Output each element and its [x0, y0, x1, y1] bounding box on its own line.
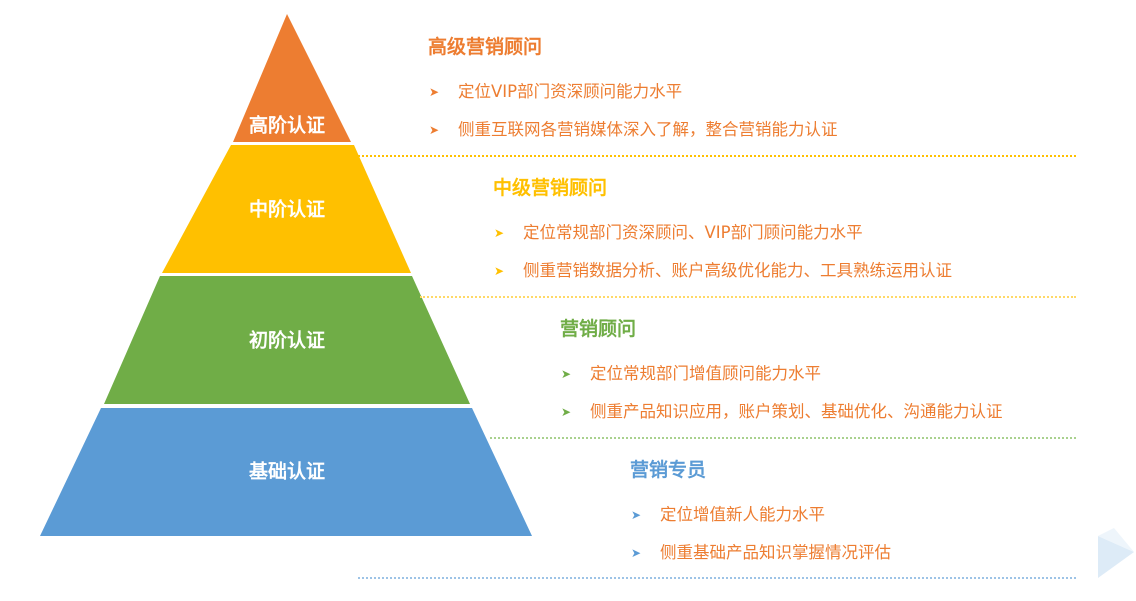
tier-block-base: 营销专员 ➤ 定位增值新人能力水平 ➤ 侧重基础产品知识掌握情况评估	[630, 458, 891, 572]
list-item-text: 侧重基础产品知识掌握情况评估	[660, 543, 891, 562]
list-item: ➤ 侧重基础产品知识掌握情况评估	[630, 534, 891, 572]
next-slide-arrow-icon[interactable]	[1096, 522, 1136, 582]
list-item: ➤ 定位增值新人能力水平	[630, 496, 891, 534]
tier-title-base: 营销专员	[630, 459, 707, 481]
separator-line-2	[420, 296, 1076, 298]
list-item: ➤ 定位VIP部门资深顾问能力水平	[428, 73, 838, 111]
separator-line-1	[358, 155, 1076, 157]
separator-line-3	[490, 437, 1076, 439]
list-item-text: 定位常规部门资深顾问、VIP部门顾问能力水平	[523, 223, 863, 242]
tier-block-top: 高级营销顾问 ➤ 定位VIP部门资深顾问能力水平 ➤ 侧重互联网各营销媒体深入了…	[428, 35, 838, 149]
tier-list-base: ➤ 定位增值新人能力水平 ➤ 侧重基础产品知识掌握情况评估	[630, 496, 891, 572]
tier-list-upper: ➤ 定位常规部门资深顾问、VIP部门顾问能力水平 ➤ 侧重营销数据分析、账户高级…	[493, 214, 952, 290]
tier-block-upper: 中级营销顾问 ➤ 定位常规部门资深顾问、VIP部门顾问能力水平 ➤ 侧重营销数据…	[493, 176, 952, 290]
arrow-bullet-icon: ➤	[630, 508, 642, 522]
list-item-text: 定位常规部门增值顾问能力水平	[590, 364, 821, 383]
tier-title-lower: 营销顾问	[560, 318, 637, 340]
list-item-text: 定位VIP部门资深顾问能力水平	[458, 82, 683, 101]
list-item-text: 侧重互联网各营销媒体深入了解，整合营销能力认证	[458, 120, 838, 139]
tier-label-lower: 初阶认证	[249, 329, 325, 352]
pyramid-tier-top	[233, 14, 351, 142]
tier-title-top: 高级营销顾问	[428, 36, 543, 58]
list-item-text: 侧重营销数据分析、账户高级优化能力、工具熟练运用认证	[523, 261, 952, 280]
arrow-bullet-icon: ➤	[560, 367, 572, 381]
list-item: ➤ 侧重营销数据分析、账户高级优化能力、工具熟练运用认证	[493, 252, 952, 290]
arrow-bullet-icon: ➤	[630, 546, 642, 560]
pyramid-graphic: 高阶认证 中阶认证 初阶认证 基础认证	[40, 14, 532, 536]
tier-label-base: 基础认证	[248, 460, 325, 483]
list-item: ➤ 定位常规部门资深顾问、VIP部门顾问能力水平	[493, 214, 952, 252]
arrow-bullet-icon: ➤	[493, 226, 505, 240]
list-item-text: 定位增值新人能力水平	[660, 505, 825, 524]
list-item: ➤ 定位常规部门增值顾问能力水平	[560, 355, 1003, 393]
list-item-text: 侧重产品知识应用，账户策划、基础优化、沟通能力认证	[590, 402, 1003, 421]
tier-list-lower: ➤ 定位常规部门增值顾问能力水平 ➤ 侧重产品知识应用，账户策划、基础优化、沟通…	[560, 355, 1003, 431]
arrow-bullet-icon: ➤	[560, 405, 572, 419]
list-item: ➤ 侧重产品知识应用，账户策划、基础优化、沟通能力认证	[560, 393, 1003, 431]
arrow-bullet-icon: ➤	[428, 123, 440, 137]
tier-block-lower: 营销顾问 ➤ 定位常规部门增值顾问能力水平 ➤ 侧重产品知识应用，账户策划、基础…	[560, 317, 1003, 431]
pyramid-tier-upper	[162, 145, 411, 273]
tier-title-upper: 中级营销顾问	[493, 177, 608, 199]
arrow-bullet-icon: ➤	[428, 85, 440, 99]
tier-label-top: 高阶认证	[249, 114, 325, 137]
list-item: ➤ 侧重互联网各营销媒体深入了解，整合营销能力认证	[428, 111, 838, 149]
separator-line-4	[358, 577, 1076, 579]
arrow-bullet-icon: ➤	[493, 264, 505, 278]
pyramid-tier-base	[40, 408, 532, 536]
tier-label-upper: 中阶认证	[249, 198, 325, 221]
tier-list-top: ➤ 定位VIP部门资深顾问能力水平 ➤ 侧重互联网各营销媒体深入了解，整合营销能…	[428, 73, 838, 149]
pyramid-tier-lower	[104, 276, 470, 404]
